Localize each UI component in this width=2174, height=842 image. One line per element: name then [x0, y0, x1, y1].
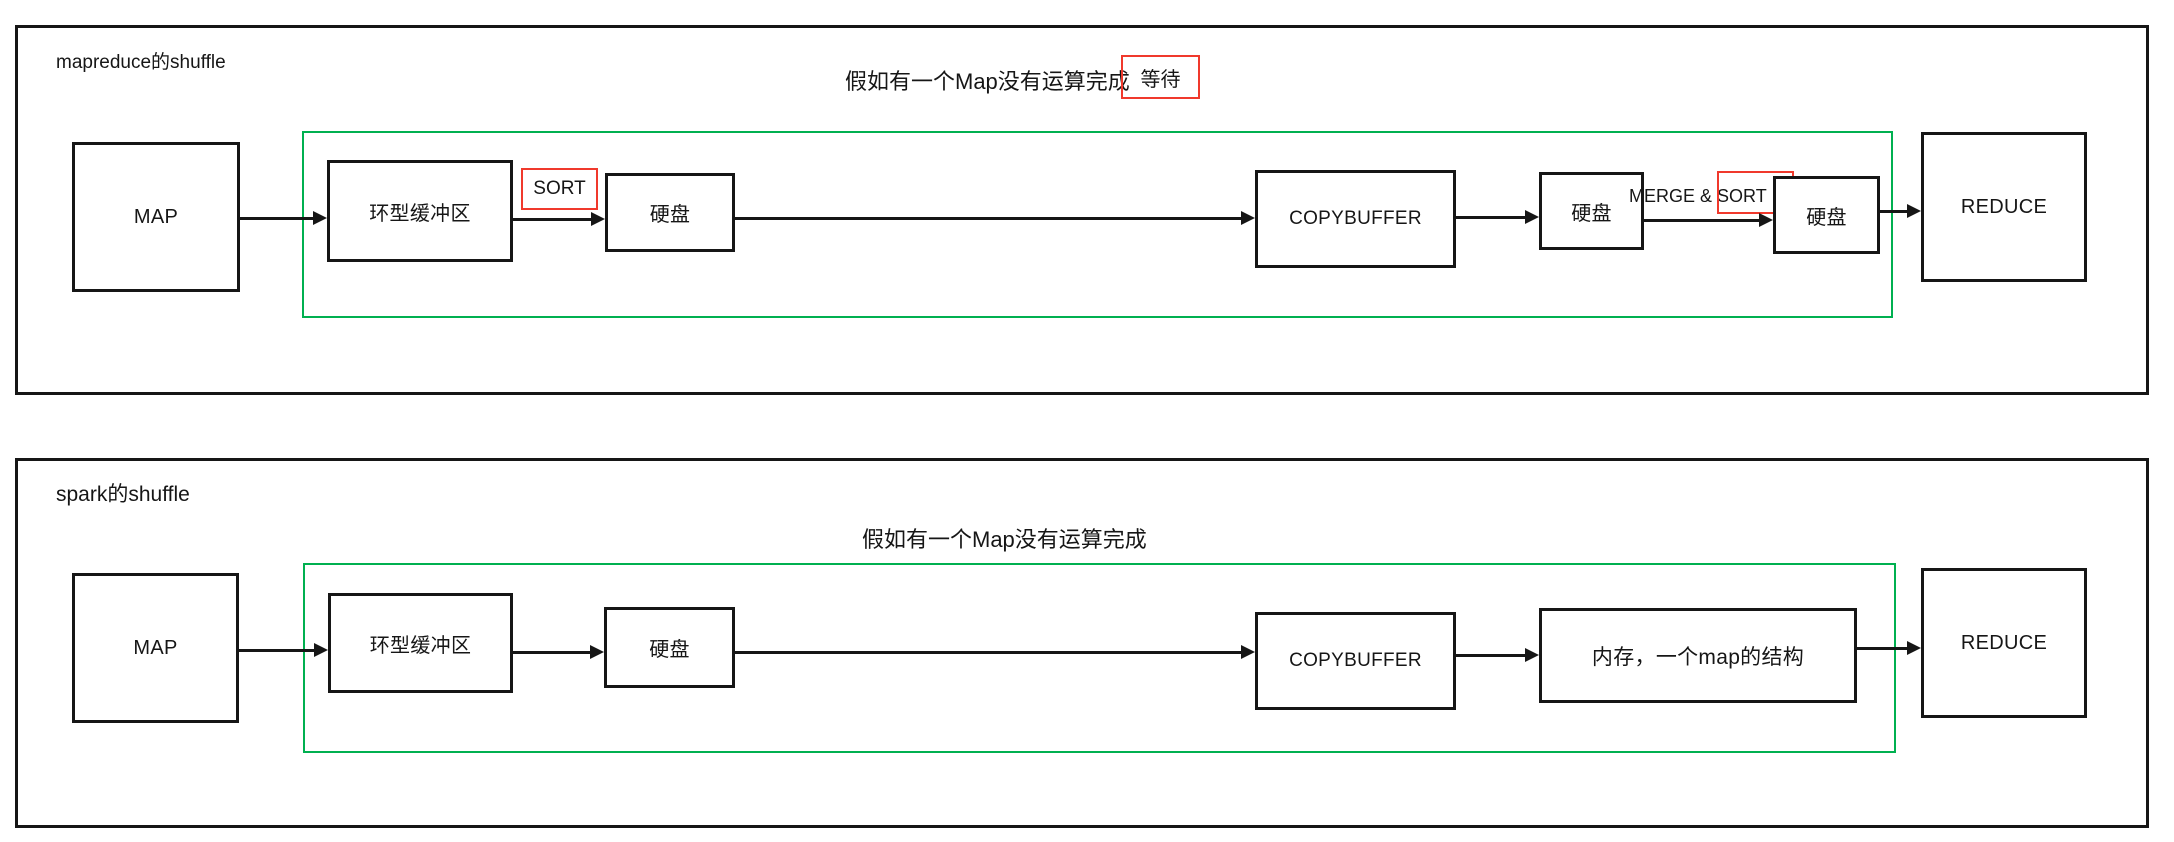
- arrow-memory-to-reduce2: [1857, 640, 1921, 656]
- panel1-disk3-node: 硬盘: [1773, 176, 1880, 254]
- panel1-sort-tag: SORT: [521, 168, 598, 210]
- panel2-map-node: MAP: [72, 573, 239, 723]
- panel2-reduce-node: REDUCE: [1921, 568, 2087, 718]
- arrow-disk3-to-reduce: [1880, 203, 1921, 219]
- panel1-reduce-node: REDUCE: [1921, 132, 2087, 282]
- arrow-copybuffer2-to-memory: [1456, 647, 1539, 663]
- arrow-disk1-to-copybuffer: [735, 210, 1255, 226]
- arrow-copybuffer-to-disk2: [1456, 209, 1539, 225]
- arrow-ringbuffer-to-disk1: [513, 211, 605, 227]
- panel2-shuffle-stage-box: [303, 563, 1896, 753]
- panel2-copybuffer-node: COPYBUFFER: [1255, 612, 1456, 710]
- panel1-merge-sort-label: MERGE & SORT: [1629, 186, 1767, 206]
- panel1-disk1-node: 硬盘: [605, 173, 735, 252]
- panel1-ring-buffer-node: 环型缓冲区: [327, 160, 513, 262]
- panel2-label: spark的shuffle: [56, 483, 190, 506]
- arrow-map2-to-ringbuffer2: [239, 642, 328, 658]
- panel1-map-node: MAP: [72, 142, 240, 292]
- panel1-wait-tag: 等待: [1121, 55, 1200, 99]
- panel1-disk2-node: 硬盘: [1539, 172, 1644, 250]
- panel1-shuffle-stage-box: [302, 131, 1893, 318]
- panel2-ring-buffer-node: 环型缓冲区: [328, 593, 513, 693]
- panel1-copybuffer-node: COPYBUFFER: [1255, 170, 1456, 268]
- panel2-title: 假如有一个Map没有运算完成: [862, 527, 1147, 552]
- arrow-ringbuffer2-to-disk: [513, 644, 604, 660]
- panel1-title: 假如有一个Map没有运算完成: [845, 69, 1130, 94]
- arrow-disk-to-copybuffer2: [735, 644, 1255, 660]
- panel2-disk-node: 硬盘: [604, 607, 735, 688]
- panel2-memory-node: 内存，一个map的结构: [1539, 608, 1857, 703]
- arrow-disk2-to-disk3: [1644, 212, 1773, 228]
- panel1-label: mapreduce的shuffle: [56, 52, 226, 73]
- arrow-map-to-ringbuffer: [240, 210, 327, 226]
